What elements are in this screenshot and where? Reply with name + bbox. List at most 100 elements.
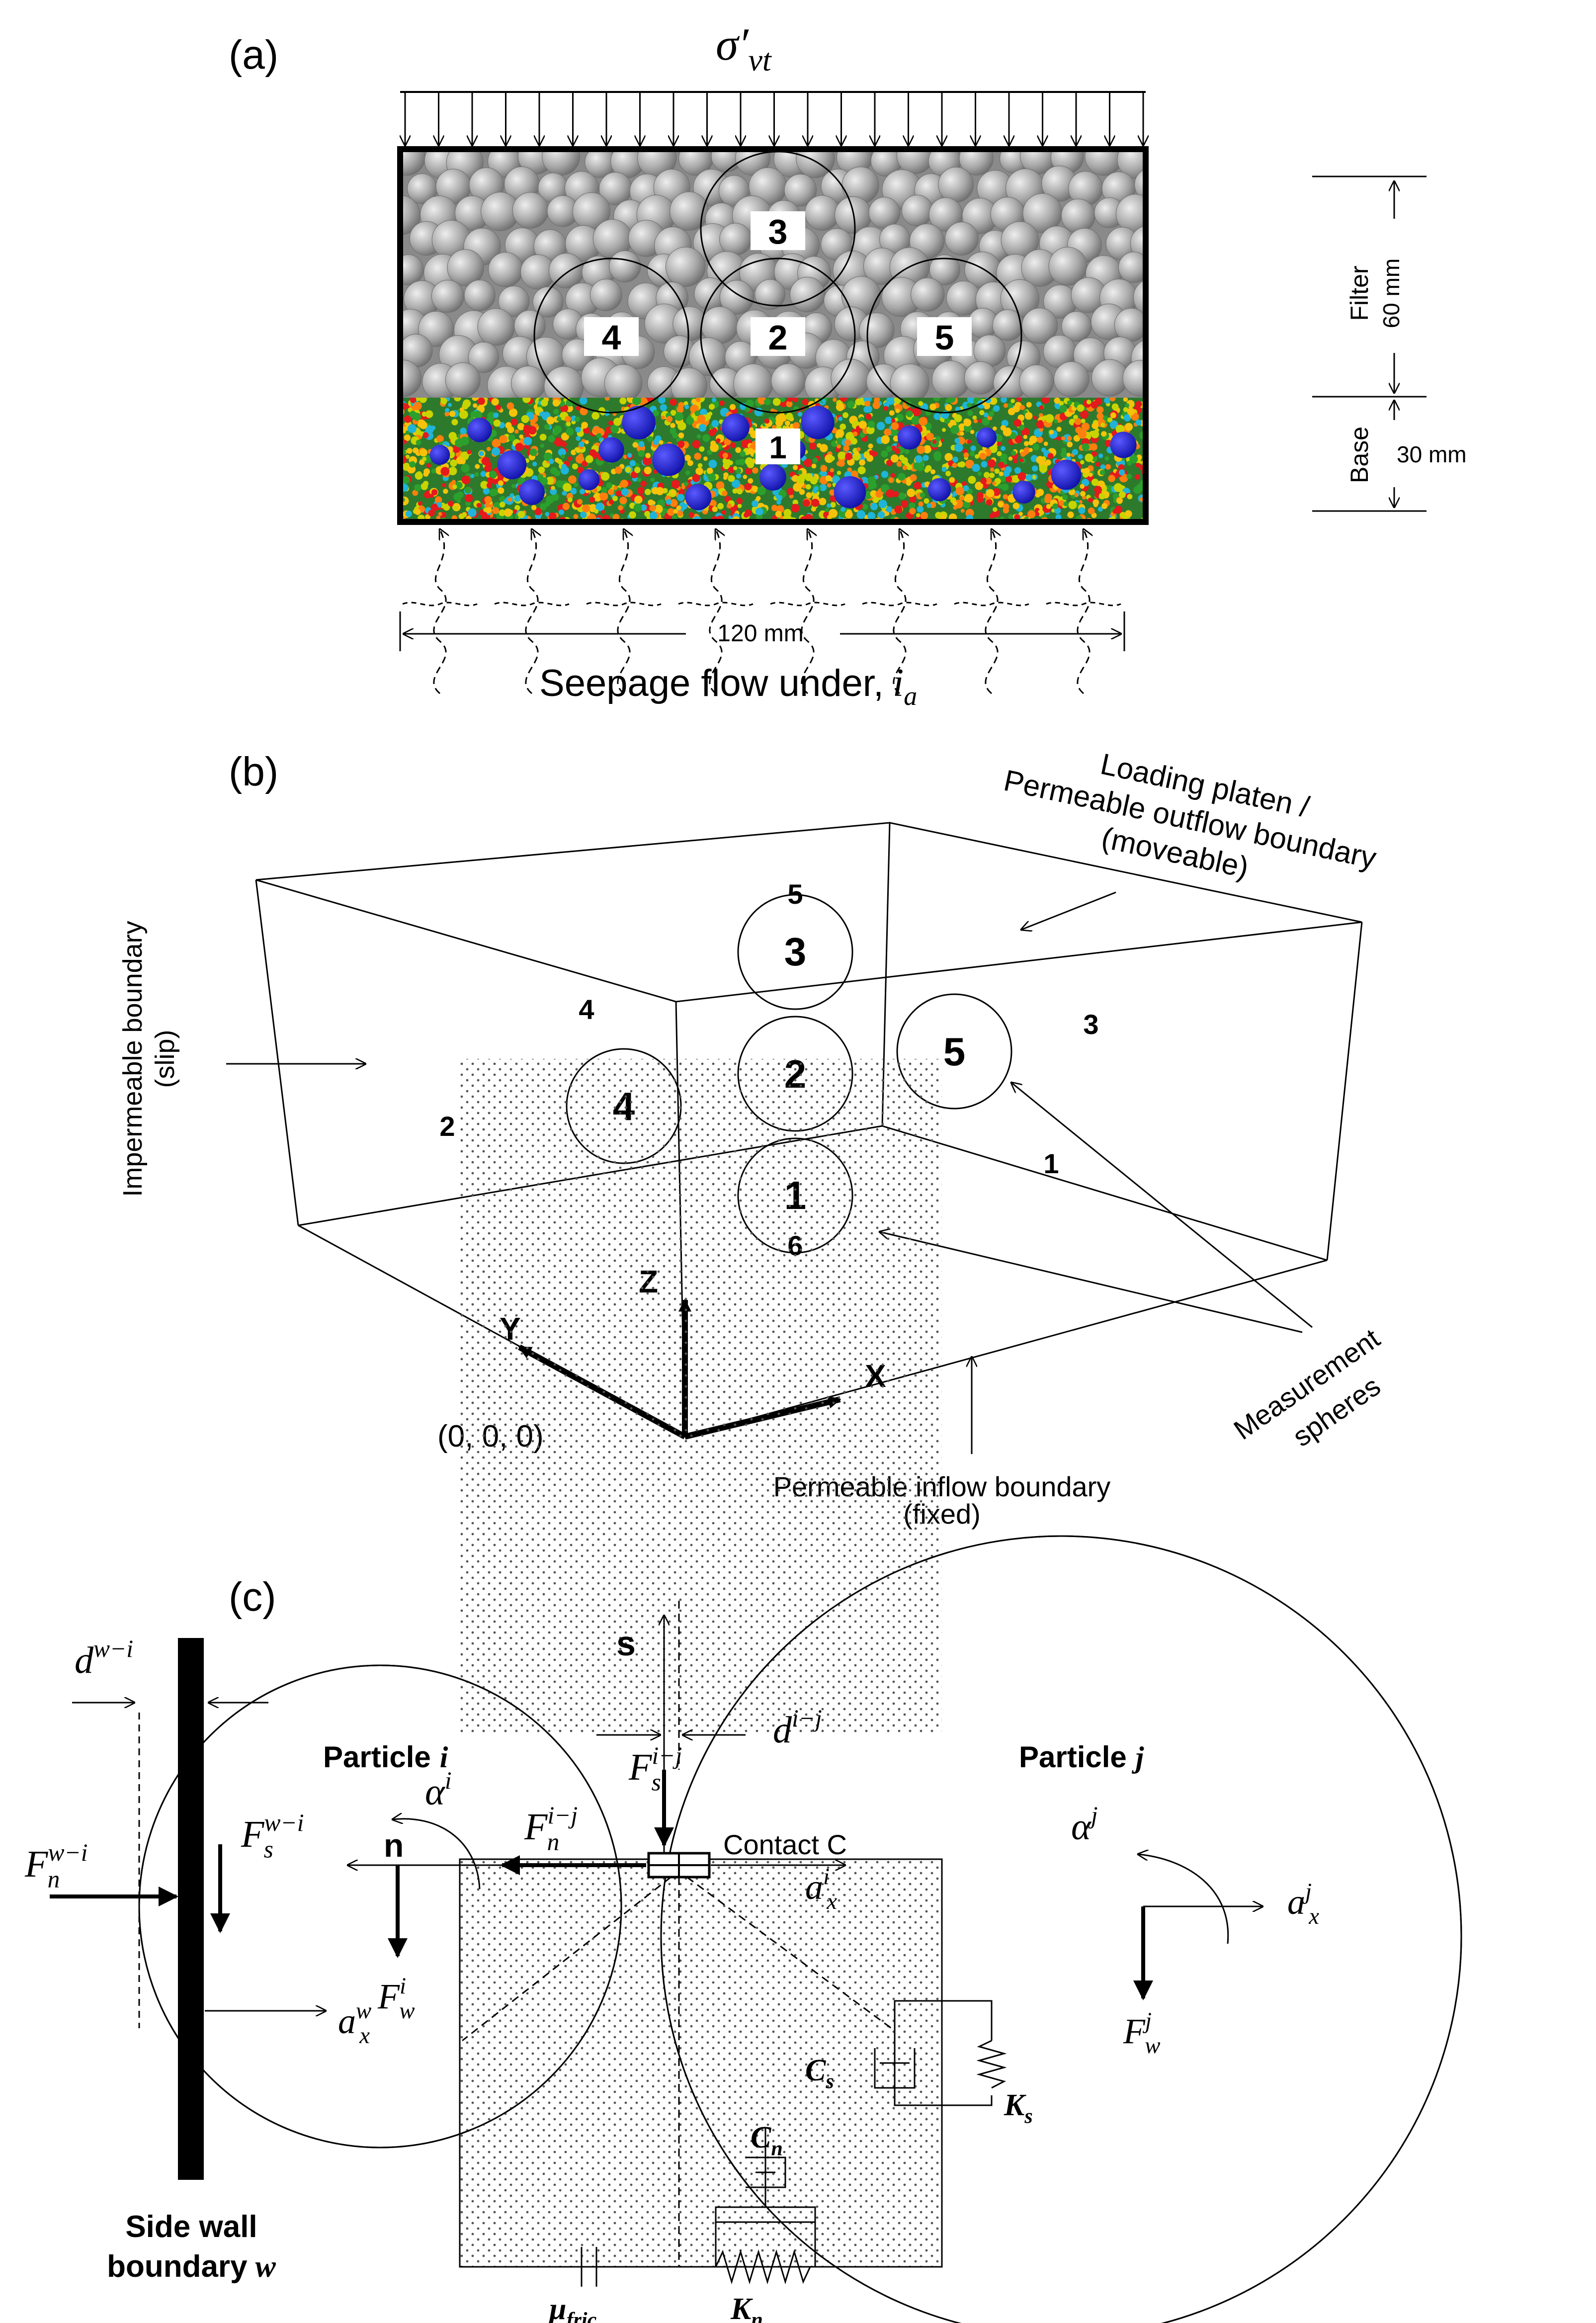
base-fine-particle: [423, 468, 430, 475]
base-fine-particle: [836, 429, 844, 437]
n-axis-label: n: [384, 1827, 404, 1864]
filter-particle: [609, 250, 641, 283]
base-fine-particle: [1057, 436, 1062, 441]
base-fine-particle: [1023, 441, 1029, 446]
base-fine-particle: [1027, 510, 1036, 518]
base-coarse-particle: [976, 427, 997, 448]
base-fine-particle: [545, 512, 550, 516]
base-fine-particle: [1123, 407, 1128, 413]
base-fine-particle: [1081, 423, 1090, 431]
base-fine-particle: [786, 401, 793, 408]
base-fine-particle: [517, 423, 525, 430]
base-fine-particle: [491, 398, 499, 406]
base-fine-particle: [486, 482, 493, 489]
base-fine-particle: [1036, 420, 1045, 429]
fs-wi-label: Fw−i: [241, 1809, 304, 1855]
base-fine-particle: [482, 457, 491, 466]
base-fine-particle: [1101, 431, 1107, 437]
base-fine-particle: [847, 401, 855, 409]
sphere-tag-2: 2: [768, 318, 788, 357]
base-fine-particle: [687, 460, 693, 466]
base-fine-particle: [670, 428, 676, 434]
filter-particle: [1122, 360, 1146, 397]
base-fine-particle: [708, 459, 717, 468]
filter-particle: [901, 194, 933, 227]
base-fine-particle: [623, 455, 627, 459]
base-fine-particle: [825, 508, 829, 513]
base-fine-particle: [557, 459, 563, 464]
base-fine-particle: [957, 462, 962, 467]
base-fine-particle: [600, 472, 610, 481]
base-fine-particle: [652, 410, 659, 417]
inflow-ripple: [678, 602, 754, 606]
base-fine-particle: [579, 441, 585, 447]
base-fine-particle: [562, 491, 567, 496]
base-fine-particle: [461, 465, 467, 472]
base-fine-particle: [960, 509, 965, 513]
base-fine-particle: [425, 410, 433, 418]
shear-unit-bottom: [894, 2031, 993, 2106]
base-fine-particle: [619, 398, 627, 405]
base-fine-particle: [423, 481, 429, 487]
base-coarse-particle: [685, 484, 712, 511]
base-fine-particle: [581, 422, 588, 429]
base-fine-particle: [1060, 451, 1068, 458]
base-fine-particle: [445, 408, 450, 413]
base-fine-particle: [833, 398, 837, 402]
base-fine-particle: [514, 495, 521, 502]
base-fine-particle: [492, 507, 499, 515]
base-fine-particle: [952, 501, 957, 506]
base-fine-particle: [649, 505, 656, 512]
base-fine-particle: [1080, 460, 1085, 465]
inflow-ripple: [494, 602, 570, 606]
base-fine-particle: [779, 398, 786, 403]
base-fine-particle: [856, 510, 866, 519]
base-fine-particle: [613, 418, 622, 426]
base-fine-particle: [671, 480, 680, 489]
base-fine-particle: [404, 415, 412, 423]
base-fine-particle: [1036, 456, 1044, 464]
base-fine-particle: [881, 471, 889, 478]
base-fine-particle: [678, 432, 684, 438]
base-fine-particle: [733, 466, 738, 470]
dashed-link-left: [462, 1876, 672, 2042]
base-fine-particle: [729, 475, 735, 482]
base-fine-particle: [717, 503, 724, 510]
base-fine-particle: [539, 411, 545, 417]
base-fine-particle: [955, 487, 964, 496]
base-fine-particle: [916, 513, 921, 517]
base-fine-particle: [644, 511, 650, 517]
base-fine-particle: [1125, 403, 1130, 408]
base-fine-particle: [856, 447, 861, 452]
base-fine-particle: [573, 514, 579, 519]
base-fine-particle: [998, 501, 1004, 508]
base-fine-particle: [719, 400, 725, 406]
base-fine-particle: [683, 482, 689, 487]
base-fine-particle: [629, 511, 636, 518]
base-fine-particle: [619, 497, 627, 505]
base-fine-particle: [796, 475, 805, 484]
base-fine-particle: [554, 470, 560, 477]
base-fine-particle: [1062, 494, 1068, 500]
filter-particle: [400, 254, 424, 285]
base-fine-particle: [472, 398, 478, 401]
mu-fric-label: μfric: [548, 2292, 597, 2323]
base-fine-particle: [881, 435, 890, 444]
base-coarse-particle: [927, 478, 951, 502]
base-fine-particle: [854, 451, 859, 456]
base-fine-particle: [986, 489, 995, 498]
filter-particle: [477, 308, 515, 346]
base-fine-particle: [1123, 414, 1131, 422]
base-fine-particle: [673, 509, 678, 514]
kn-spring: [715, 2249, 811, 2285]
base-fine-particle: [787, 398, 793, 402]
base-fine-particle: [650, 477, 655, 482]
base-fine-particle: [615, 490, 622, 497]
base-fine-particle: [1067, 441, 1073, 447]
base-fine-particle: [585, 440, 589, 444]
base-fine-particle: [979, 410, 985, 416]
base-fine-particle: [601, 510, 605, 514]
base-fine-particle: [728, 460, 733, 465]
inflow-arrow: [525, 529, 538, 694]
